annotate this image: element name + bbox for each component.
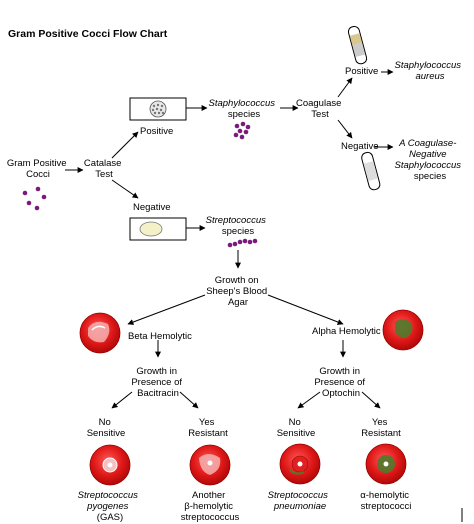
coag-negative-staph-label: A Coagulase- Negative Staphylococcus spe…: [395, 133, 466, 182]
beta-hemolytic-label: Beta Hemolytic: [128, 331, 192, 342]
alpha-strep-label: α-hemolytic streptococci: [360, 490, 411, 512]
coagulase-negative-tube-icon: [361, 151, 381, 191]
optochin-yes-label: Yes Resistant: [361, 417, 401, 439]
pyogenes-label: Streptococcus pyogenes (GAS): [78, 485, 143, 523]
other-beta-label: Another β-hemolytic streptococcus: [181, 490, 240, 523]
blood-agar-label: Growth on Sheep's Blood Agar: [206, 275, 270, 308]
strep-species-label: Streptococcus species: [206, 210, 271, 237]
flow-arrows: [65, 69, 394, 409]
alpha-hemolytic-plate-icon: [382, 309, 424, 351]
bacitracin-no-label: No Sensitive: [87, 417, 126, 439]
alpha-hemolytic-label: Alpha Hemolytic: [312, 326, 381, 337]
catalase-positive-label: Positive: [140, 126, 173, 137]
arrow-catalase-positive: [111, 131, 139, 159]
cocci-cluster-icon: [22, 186, 47, 211]
coagulase-test-label: Coagulase Test: [296, 98, 344, 120]
coagulase-positive-label: Positive: [345, 66, 378, 77]
catalase-negative-label: Negative: [133, 202, 171, 213]
strep-chain-icon: [227, 238, 258, 248]
optochin-no-label: No Sensitive: [277, 417, 316, 439]
arrow-opt-no: [297, 391, 321, 409]
arrow-to-beta: [127, 294, 206, 325]
coagulase-negative-label: Negative: [341, 141, 379, 152]
pneumoniae-plate-icon: [279, 443, 321, 485]
arrow-coag-positive: [337, 77, 353, 98]
alpha-strep-plate-icon: [365, 443, 407, 485]
catalase-negative-slide-icon: [129, 217, 187, 241]
arrow-bac-no: [111, 391, 133, 409]
staph-species-label: Staphylococcus species: [209, 93, 280, 120]
arrow-bac-yes: [179, 391, 199, 409]
optochin-label: Growth in Presence of Optochin: [314, 366, 367, 399]
start-label: Gram Positive Cocci: [7, 158, 69, 180]
coagulase-positive-tube-icon: [347, 25, 368, 65]
chart-title: Gram Positive Cocci Flow Chart: [8, 28, 168, 40]
bacitracin-yes-label: Yes Resistant: [188, 417, 228, 439]
arrow-opt-yes: [361, 391, 381, 409]
bacitracin-label: Growth in Presence of Bacitracin: [131, 366, 184, 399]
staph-cluster-icon: [233, 121, 251, 140]
pneumoniae-label: Streptococcus pneumoniae: [268, 485, 333, 512]
staph-aureus-label: Staphylococcus aureus: [395, 55, 466, 82]
other-beta-plate-icon: [189, 444, 231, 486]
arrow-coag-negative: [337, 119, 353, 139]
arrow-to-alpha: [267, 294, 344, 325]
arrow-catalase-negative: [111, 179, 139, 199]
catalase-positive-slide-icon: [129, 97, 187, 121]
catalase-test-label: Catalase Test: [84, 158, 124, 180]
pyogenes-plate-icon: [89, 444, 131, 486]
beta-hemolytic-plate-icon: [79, 312, 121, 354]
